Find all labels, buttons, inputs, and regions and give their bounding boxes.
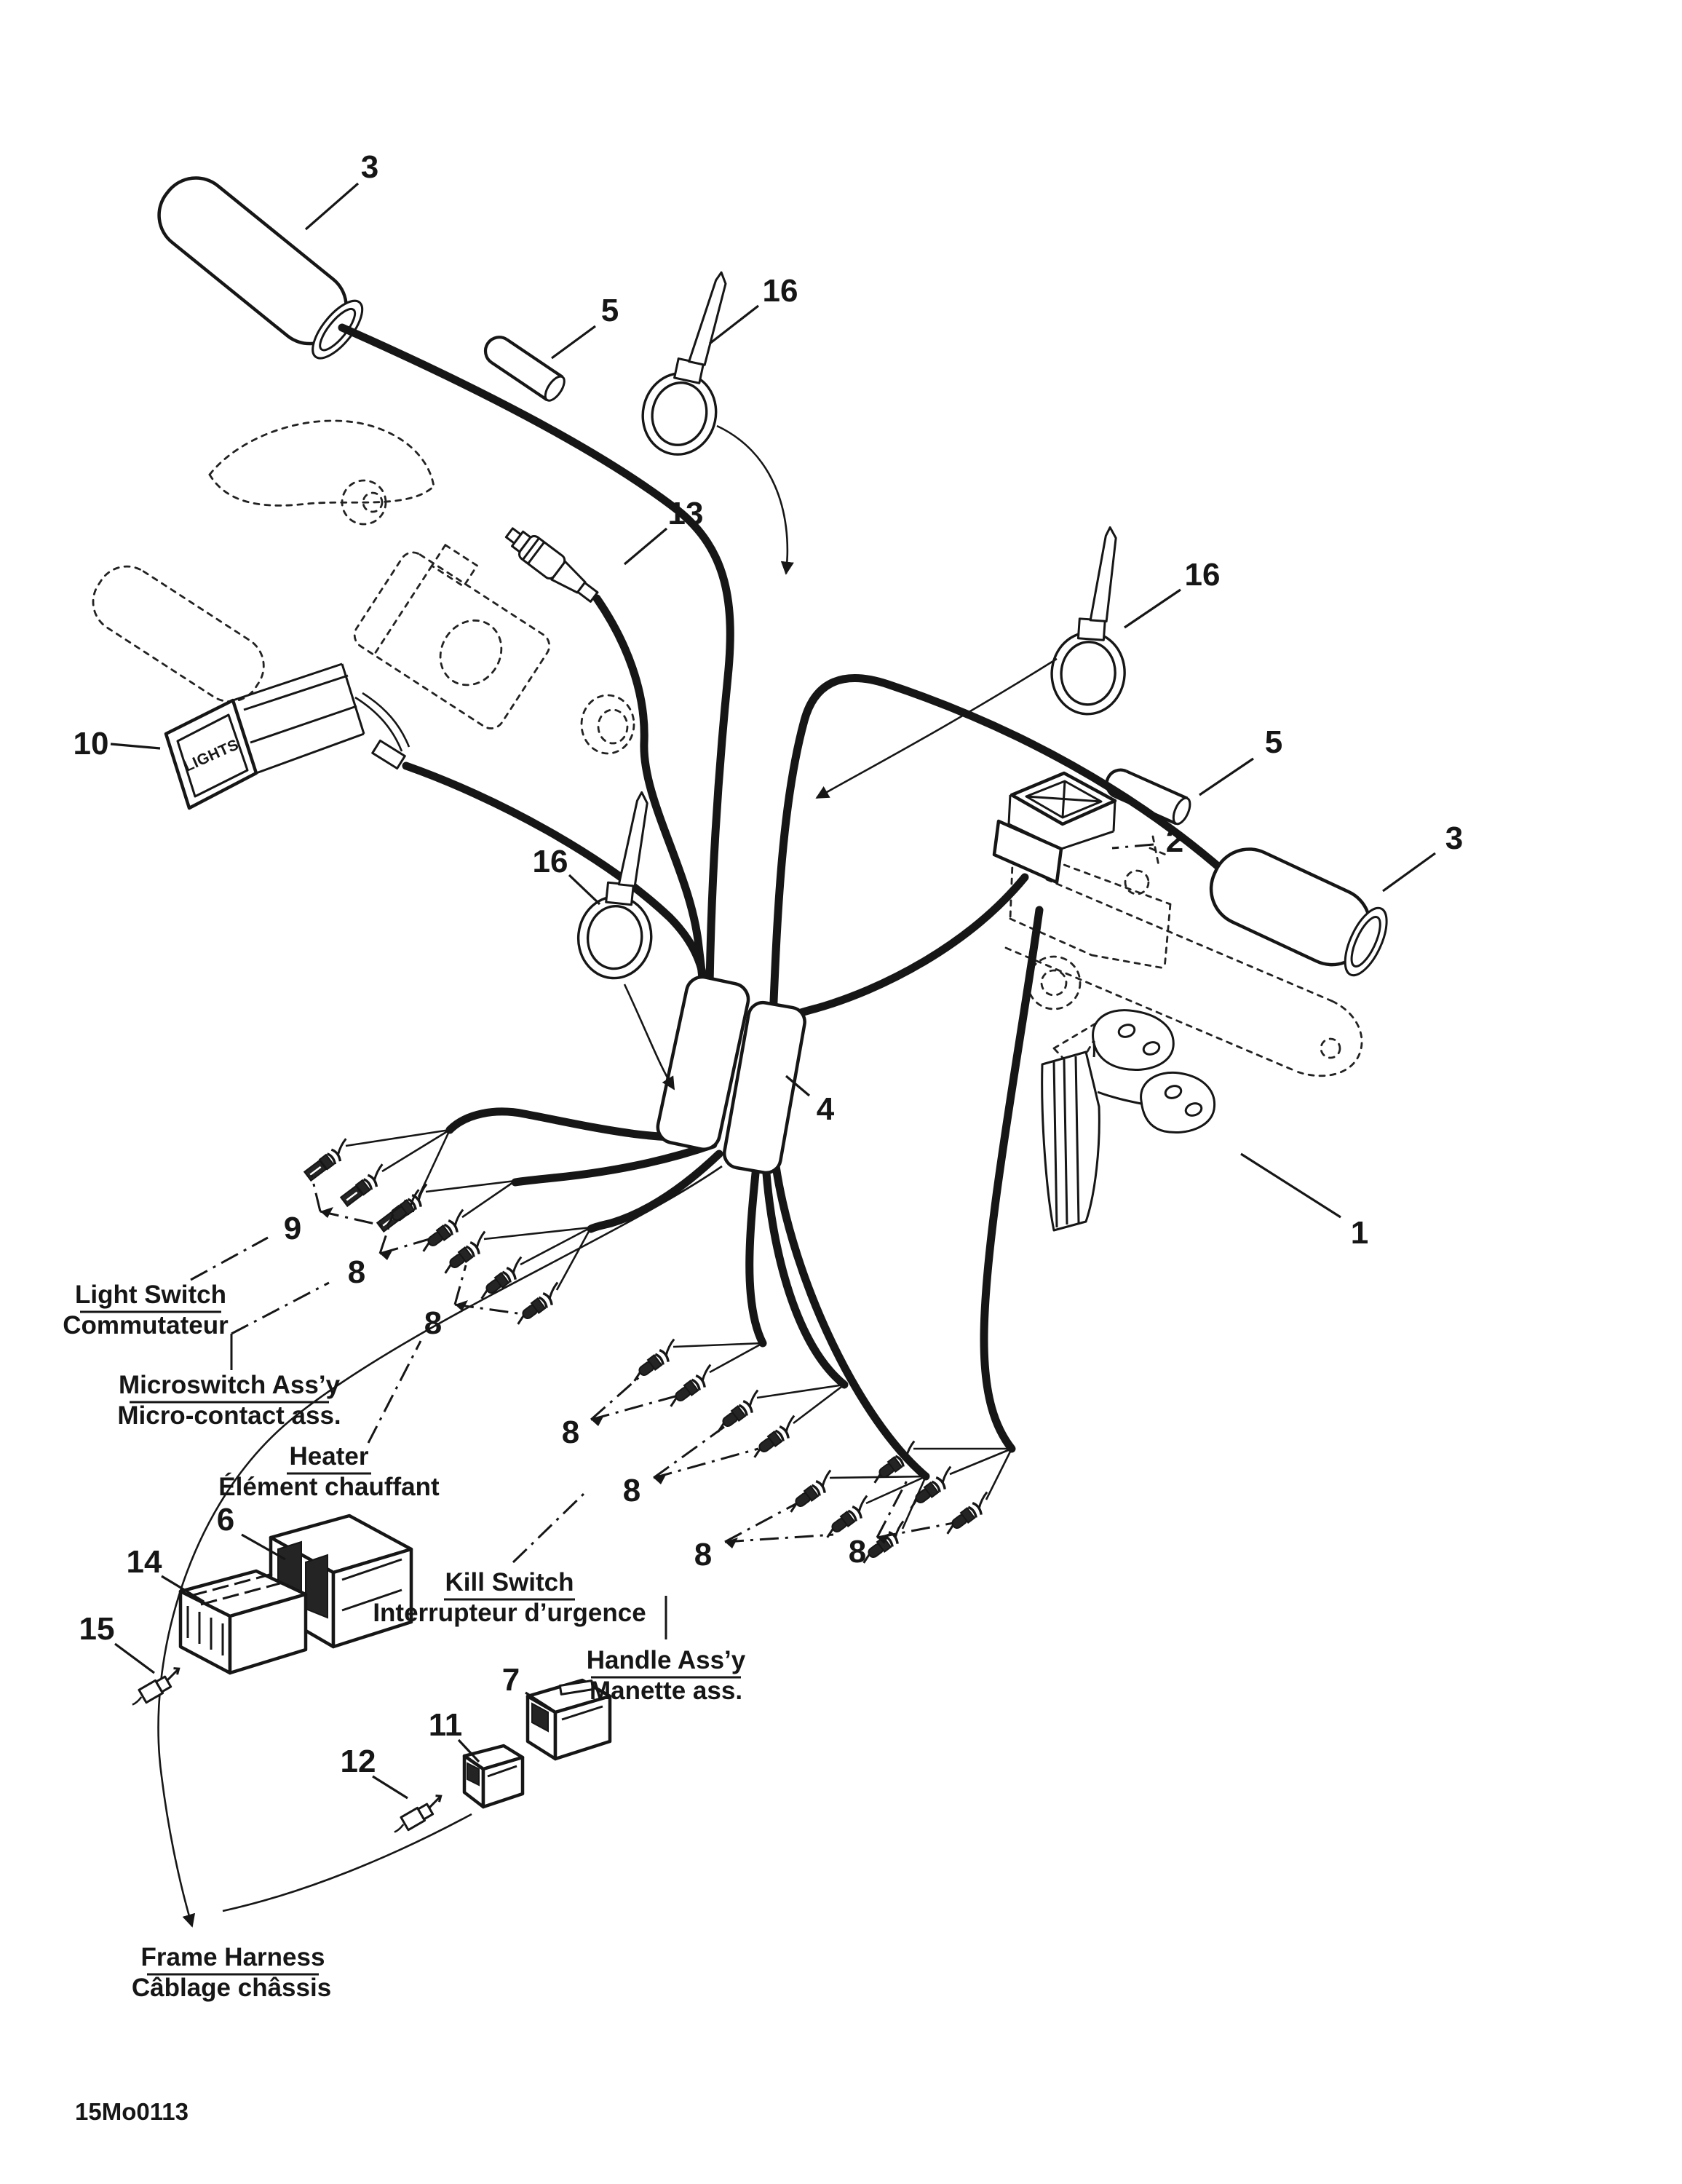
callout-8-handle-b: 8 (849, 1534, 866, 1570)
callout-7: 7 (502, 1662, 520, 1698)
connector-housing-7 (525, 1678, 612, 1761)
protective-sleeve-pair (656, 975, 806, 1175)
callouts: 3 5 16 13 10 16 5 2 3 16 4 1 9 8 8 (74, 149, 1463, 1800)
callout-16-top: 16 (763, 273, 798, 309)
frame-harness-lead (157, 1165, 723, 1928)
callout-9: 9 (284, 1211, 301, 1246)
label-light-switch-en: Light Switch (75, 1281, 226, 1309)
callout-1: 1 (1351, 1215, 1368, 1251)
callout-16-right: 16 (1185, 557, 1221, 593)
callout-16-center: 16 (533, 844, 568, 879)
label-kill-switch-fr: Interrupteur d’urgence (373, 1599, 646, 1627)
drawing-code: 15Mo0113 (75, 2098, 189, 2125)
brake-lever-assembly-reference (92, 419, 635, 755)
callout-8-heater: 8 (424, 1305, 442, 1341)
connector-housing-14 (178, 1569, 308, 1675)
callout-8-kill-b: 8 (623, 1473, 640, 1508)
component-labels: Light Switch Commutateur Microswitch Ass… (63, 1236, 746, 2002)
callout-6: 6 (217, 1502, 234, 1538)
terminal-fan-kill-b (711, 1383, 845, 1463)
kill-switch (992, 771, 1117, 885)
callout-14: 14 (127, 1544, 162, 1580)
callout-8-kill-a: 8 (562, 1415, 579, 1450)
callout-5-left: 5 (601, 293, 619, 328)
terminal-fan-microswitch (380, 1179, 516, 1257)
inline-connector-13 (504, 527, 599, 603)
handlebar-grip-right (1209, 847, 1388, 977)
terminal-fan-handle-b (868, 1439, 1013, 1540)
cable-tie-center (573, 786, 668, 984)
terminal-fan-heater (438, 1226, 592, 1330)
label-microswitch-fr: Micro-contact ass. (117, 1401, 341, 1430)
callout-10: 10 (74, 726, 109, 761)
label-handle-assy-en: Handle Ass’y (587, 1646, 746, 1674)
callout-4: 4 (817, 1091, 835, 1127)
handlebar-grip-left (157, 176, 364, 360)
connector-housing-11 (462, 1744, 525, 1809)
label-handle-assy-fr: Manette ass. (590, 1677, 742, 1705)
callout-12: 12 (341, 1744, 376, 1779)
heat-shrink-tube-left (480, 332, 568, 404)
callout-2: 2 (1166, 823, 1183, 859)
label-frame-harness-en: Frame Harness (141, 1943, 325, 1971)
callout-3-left: 3 (361, 149, 378, 185)
terminal-pin-15 (125, 1665, 187, 1711)
lights-switch: LIGHTS (164, 662, 410, 810)
label-frame-harness-fr: Câblage châssis (132, 1974, 331, 2002)
tie-position-indicators (623, 424, 1058, 1091)
terminal-pin-12 (387, 1792, 449, 1838)
callout-5-right: 5 (1265, 724, 1282, 760)
callout-11: 11 (429, 1707, 463, 1743)
callout-13: 13 (668, 496, 704, 531)
cable-tie-right (1047, 523, 1136, 718)
callout-8-microswitch: 8 (348, 1254, 365, 1290)
callout-3-right: 3 (1445, 820, 1463, 856)
throttle-lever (1041, 1009, 1216, 1232)
terminal-fan-light-switch (302, 1128, 451, 1235)
terminal-fan-kill-a (627, 1337, 763, 1412)
callout-15: 15 (79, 1611, 115, 1647)
label-heater-en: Heater (290, 1442, 369, 1471)
label-kill-switch-en: Kill Switch (445, 1568, 574, 1597)
label-microswitch-en: Microswitch Ass’y (119, 1371, 341, 1399)
callout-8-handle-a: 8 (694, 1537, 712, 1572)
label-light-switch-fr: Commutateur (63, 1311, 229, 1340)
label-heater-fr: Élément chauffant (218, 1472, 440, 1501)
